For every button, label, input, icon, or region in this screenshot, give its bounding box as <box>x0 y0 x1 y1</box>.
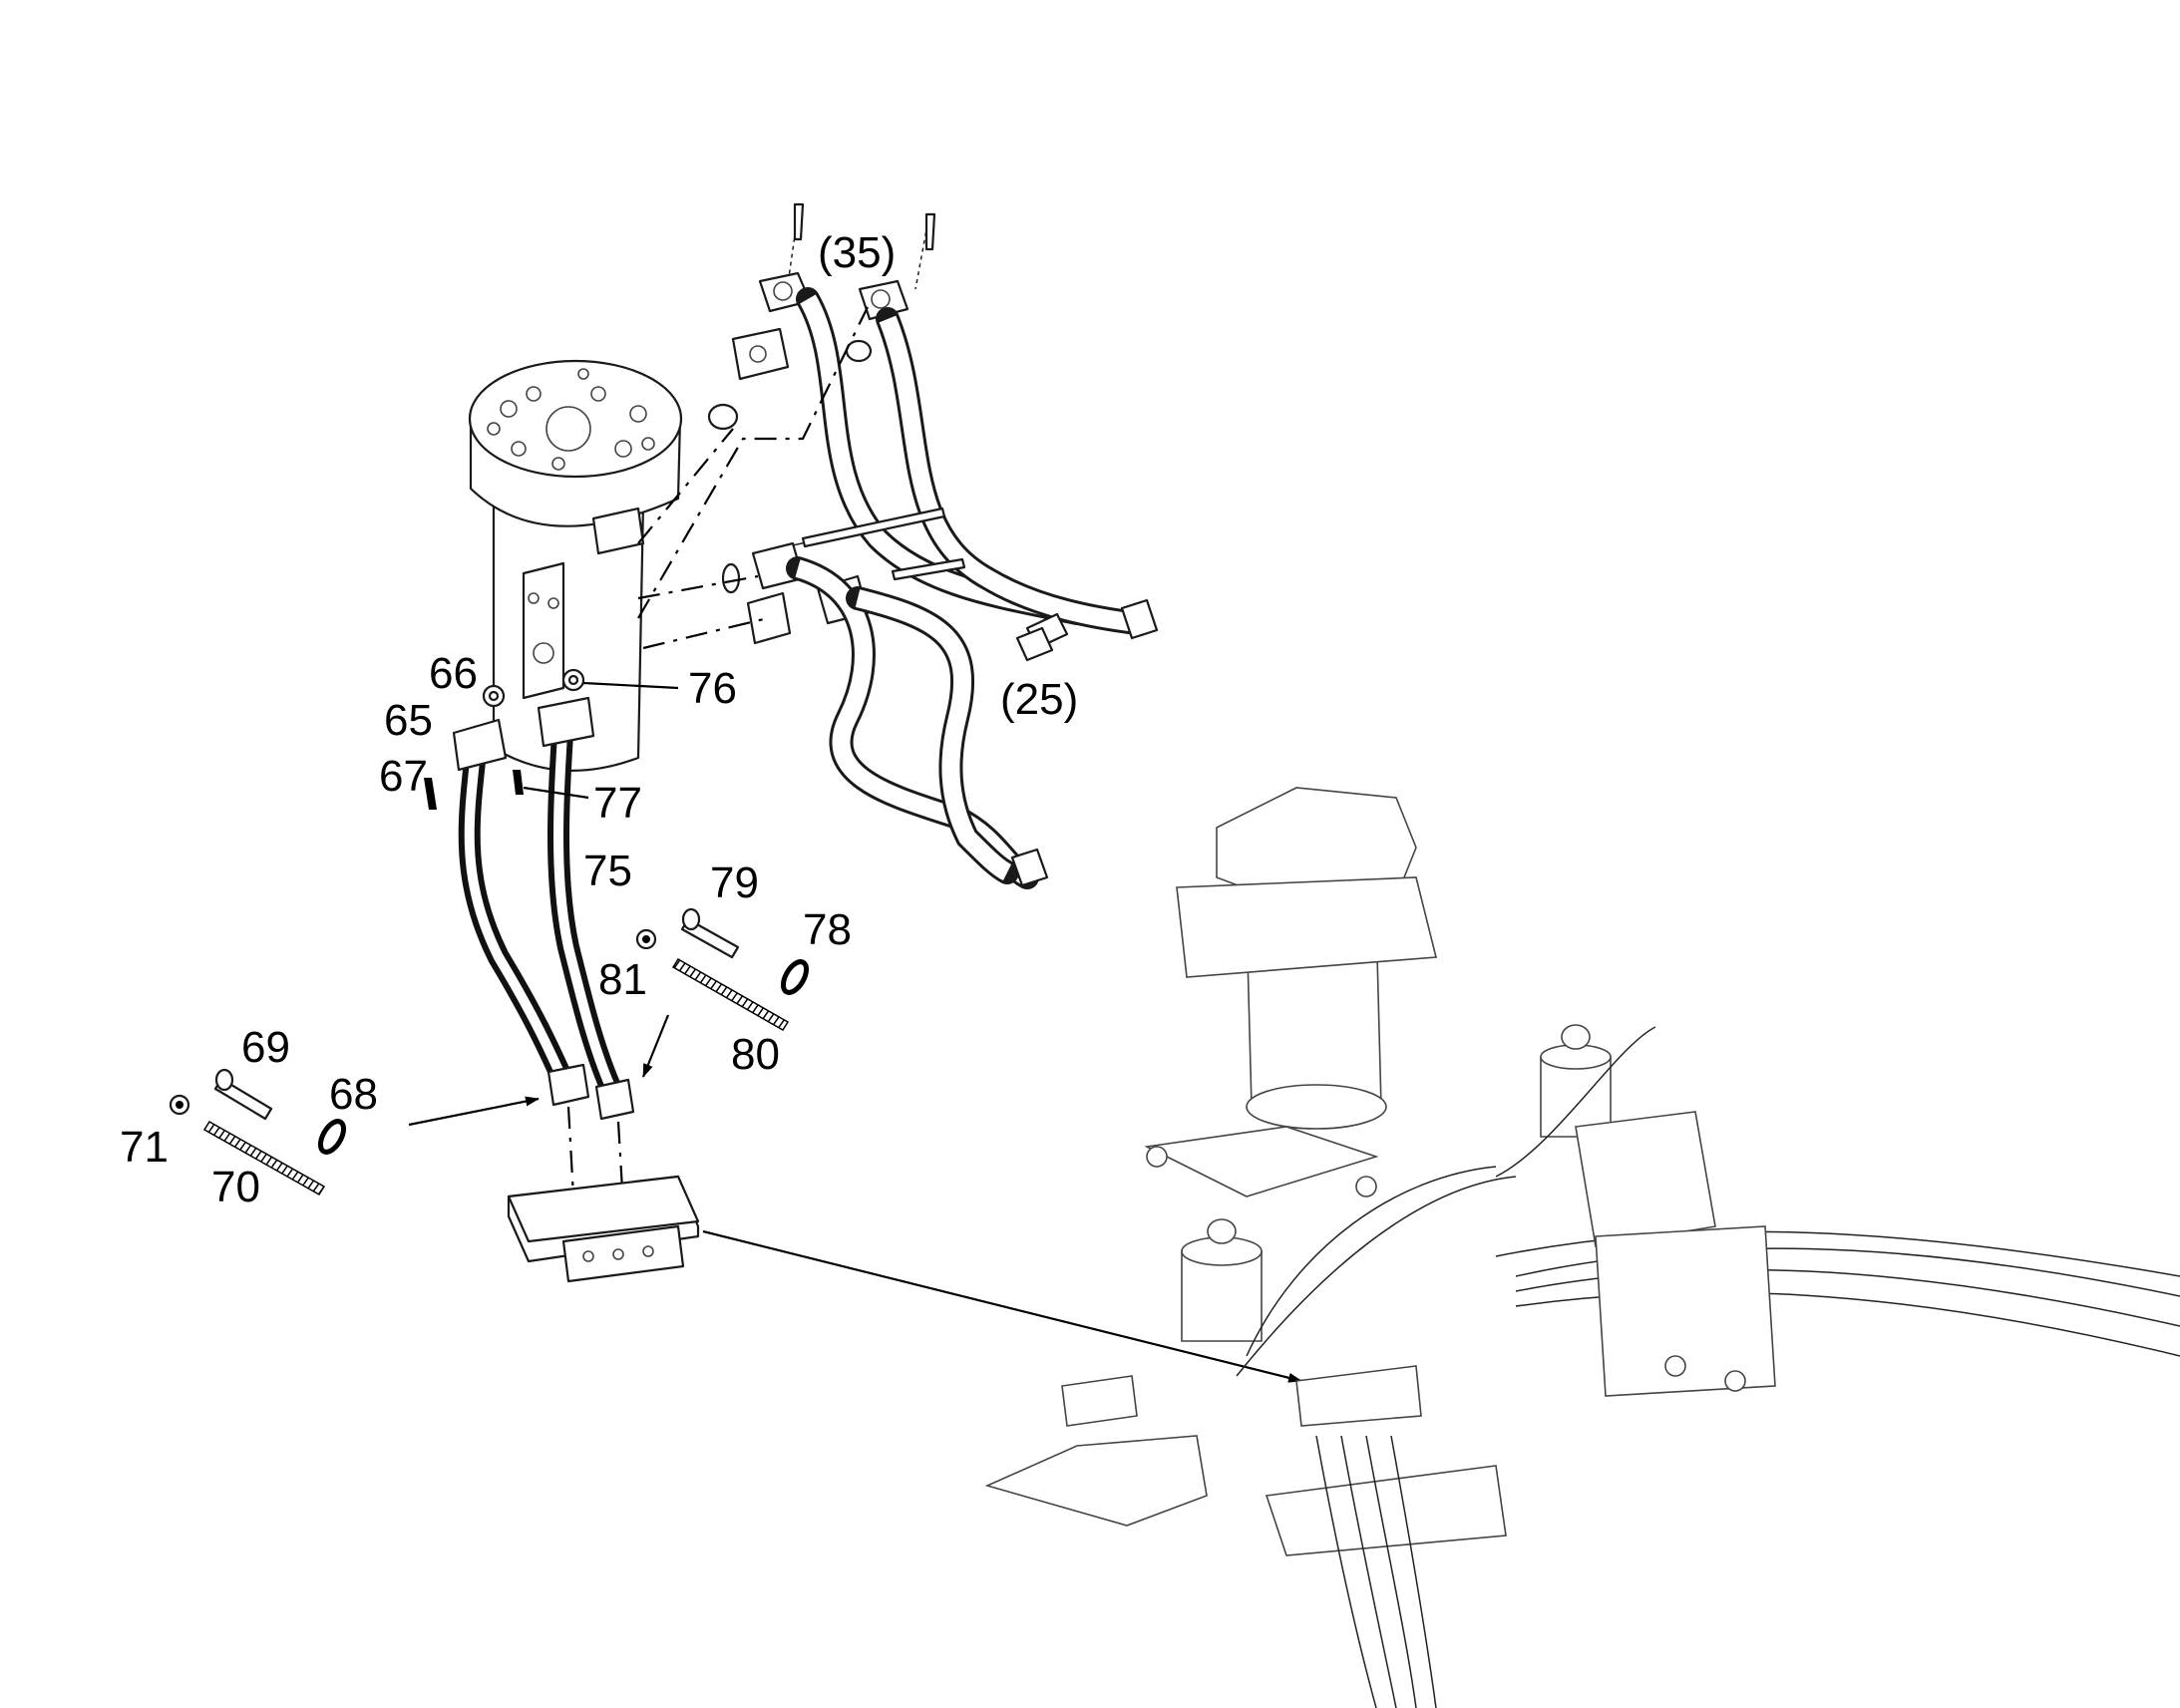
callout-80: 80 <box>731 1030 780 1079</box>
assembly-lines <box>637 306 869 619</box>
callout-71: 71 <box>120 1123 169 1172</box>
callout-78: 78 <box>803 905 852 954</box>
hose-75 <box>452 696 635 1121</box>
valve-block <box>507 1106 700 1283</box>
bolt-kit-79-81 <box>635 907 810 1032</box>
callout-67: 67 <box>379 752 428 801</box>
callout-79: 79 <box>710 858 759 907</box>
swivel-manifold-cylinder <box>468 359 683 772</box>
callout-35: (35) <box>818 228 896 277</box>
seal-and-bolt-parts <box>424 668 679 810</box>
callout-76: 76 <box>688 664 737 713</box>
machine-assembly <box>984 787 2180 1708</box>
bolt-kit-69-71 <box>169 1068 347 1196</box>
callout-65: 65 <box>384 696 433 745</box>
callout-75: 75 <box>583 847 632 895</box>
callout-77: 77 <box>593 779 642 828</box>
callout-81: 81 <box>598 955 647 1004</box>
callout-68: 68 <box>329 1070 378 1119</box>
arrows <box>408 1014 1302 1383</box>
hose-assembly-25 <box>637 507 1054 889</box>
callout-66: 66 <box>429 649 478 698</box>
callout-69: 69 <box>241 1023 290 1072</box>
callout-70: 70 <box>211 1163 260 1211</box>
callout-25: (25) <box>1000 675 1078 724</box>
